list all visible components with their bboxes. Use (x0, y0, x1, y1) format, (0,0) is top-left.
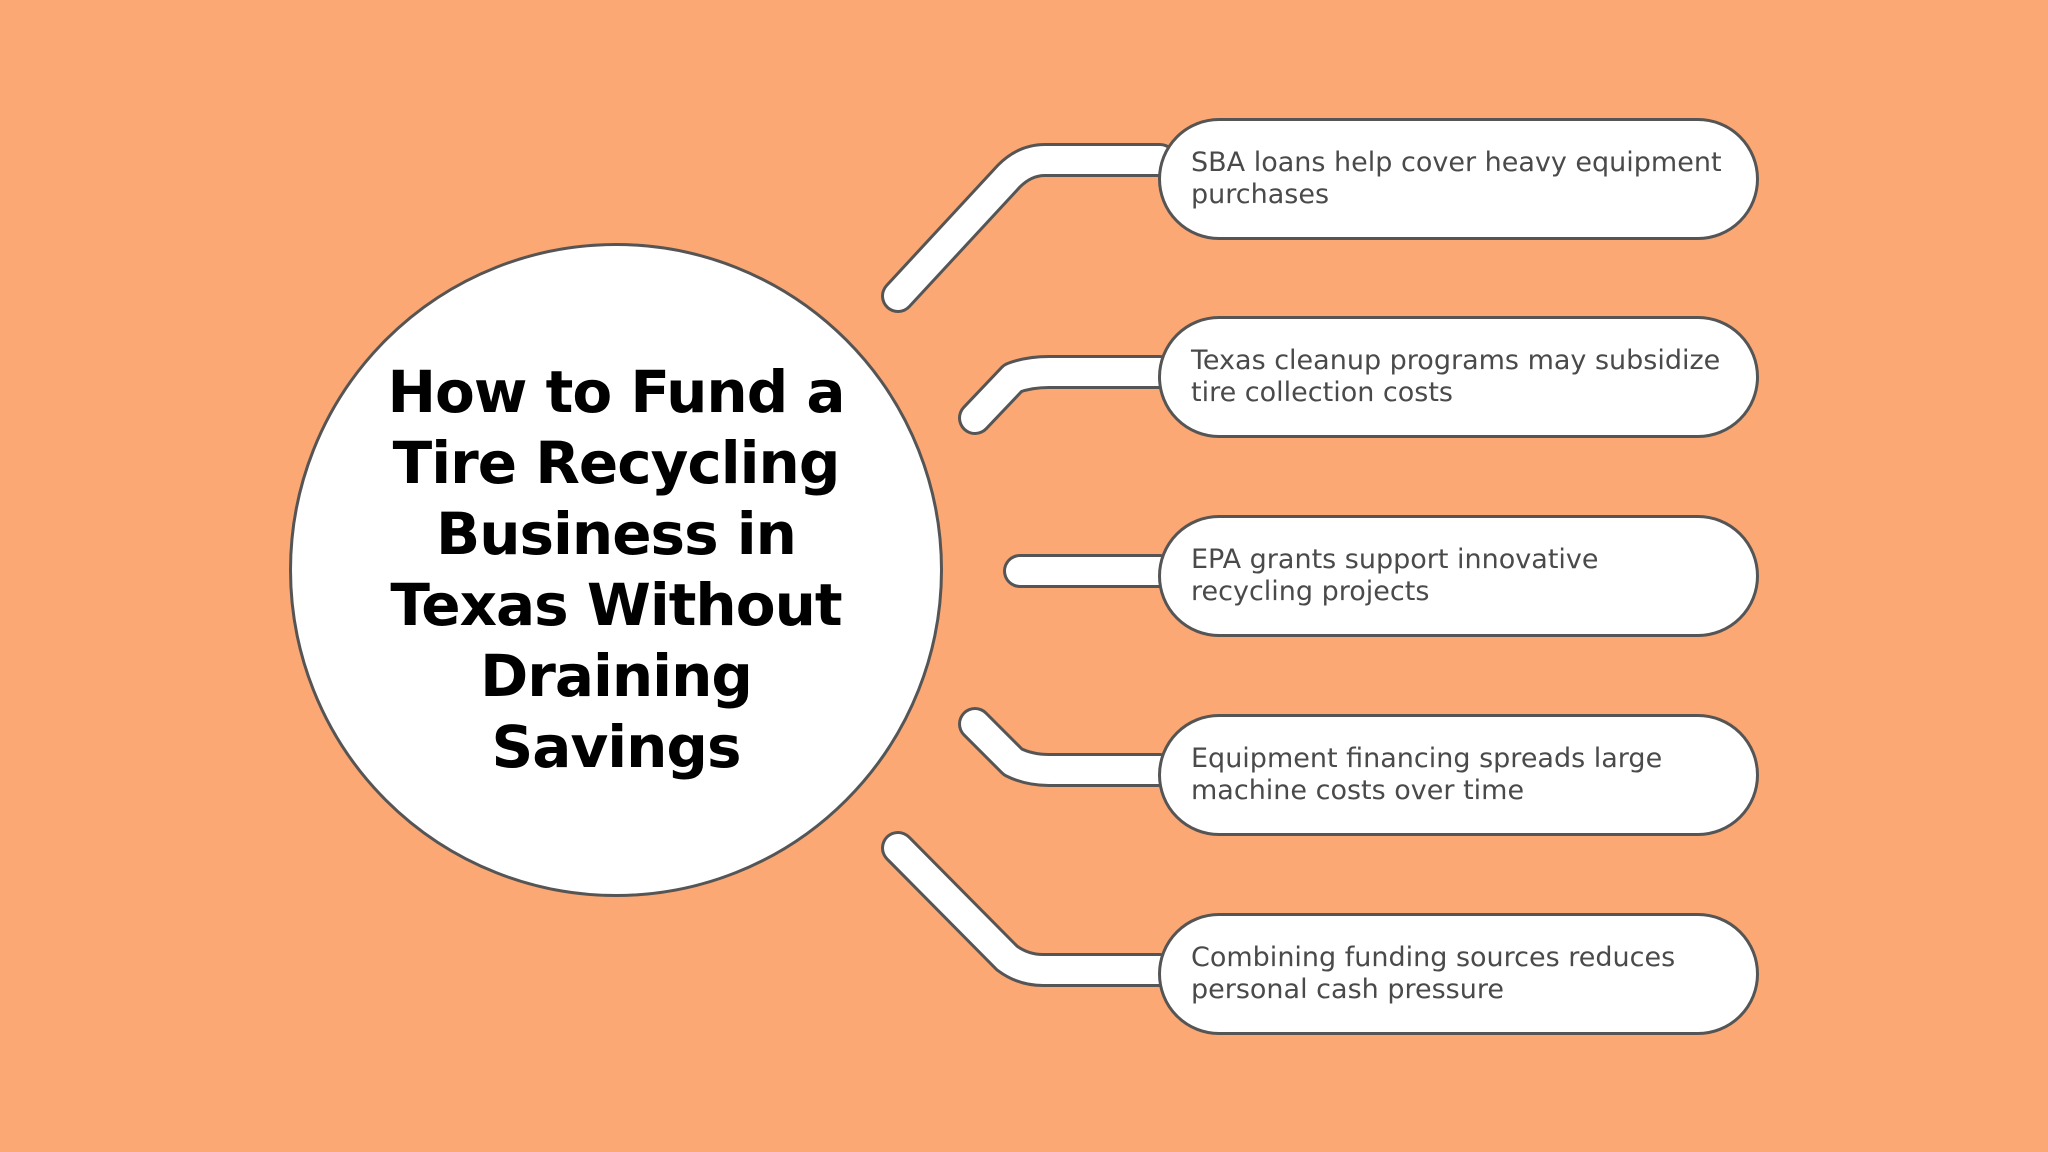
connector-5 (881, 831, 1177, 987)
connector-1 (881, 143, 1177, 313)
point-text-3: EPA grants support innovative recycling … (1191, 544, 1599, 607)
point-text-4: Equipment financing spreads large machin… (1191, 743, 1663, 806)
central-topic-title: How to Fund a Tire Recycling Business in… (387, 358, 845, 781)
point-pill-5: Combining funding sources reduces person… (1158, 913, 1759, 1035)
point-text-1: SBA loans help cover heavy equipment pur… (1191, 147, 1722, 210)
point-pill-4: Equipment financing spreads large machin… (1158, 714, 1759, 836)
connector-2 (958, 355, 1177, 435)
point-text-2: Texas cleanup programs may subsidize tir… (1191, 345, 1721, 408)
central-topic-circle: How to Fund a Tire Recycling Business in… (289, 243, 943, 897)
point-pill-1: SBA loans help cover heavy equipment pur… (1158, 118, 1759, 240)
point-pill-3: EPA grants support innovative recycling … (1158, 515, 1759, 637)
point-pill-2: Texas cleanup programs may subsidize tir… (1158, 316, 1759, 438)
connector-4 (958, 707, 1177, 787)
point-text-5: Combining funding sources reduces person… (1191, 942, 1676, 1005)
